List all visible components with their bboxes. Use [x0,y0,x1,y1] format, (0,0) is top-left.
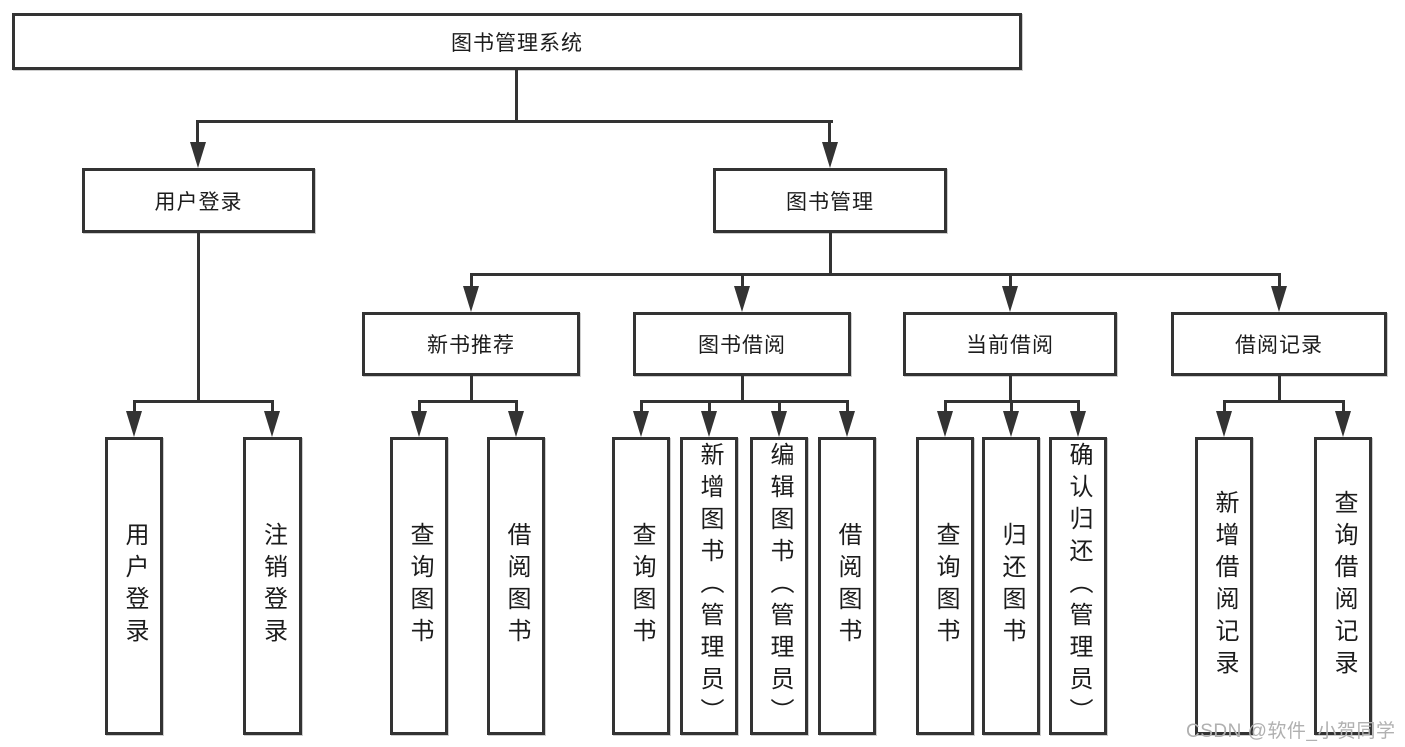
node-label: 当前借阅 [966,334,1054,357]
node-label: 图书管理系统 [451,31,583,55]
leaf-label: 确认归还（管理员） [1065,442,1092,730]
leaf-label: 用户登录 [121,522,148,650]
leaf-return-books: 归还图书 [982,437,1040,735]
connector-stem-current-borrowing [1009,273,1012,289]
node-label: 图书管理 [786,190,874,214]
connector-leaf-stem [846,400,849,413]
connector-group1-branch [133,400,274,403]
leaf-label: 编辑图书（管理员） [766,442,793,730]
arrowhead-book-borrowing [734,286,750,312]
leaf-borrow-books: 借阅图书 [818,437,876,735]
arrowhead-leaf [1070,411,1086,437]
arrowhead-leaf [1216,411,1232,437]
arrowhead-leaf [126,411,142,437]
leaf-label: 查询图书 [628,522,655,650]
leaf-label: 查询借阅记录 [1330,490,1357,682]
arrowhead-leaf [701,411,717,437]
connector-leaf-stem [515,400,518,413]
connector-root-stem [515,70,518,120]
arrowhead-leaf [411,411,427,437]
node-label: 图书借阅 [698,334,786,357]
connector-leaf-stem [708,400,711,413]
connector-group2-branch [418,400,518,403]
leaf-label: 新增借阅记录 [1211,490,1238,682]
arrowhead-leaf [1335,411,1351,437]
connector-level2-branch [197,120,833,123]
leaf-label: 注销登录 [259,522,287,650]
connector-group5-branch [1223,400,1345,403]
connector-book-management-stem [829,233,832,275]
leaf-query-borrow-record: 查询借阅记录 [1314,437,1372,735]
leaf-label: 新增图书（管理员） [696,442,723,730]
leaf-query-books-current: 查询图书 [916,437,974,735]
connector-stem-new-book-reco [470,273,473,289]
connector-group3-branch [640,400,849,403]
connector-user-login-stem [197,233,200,403]
connector-stem-book-management [828,120,831,146]
leaf-query-books-reco: 查询图书 [390,437,448,735]
leaf-query-books-borrowing: 查询图书 [612,437,670,735]
connector-leaf-stem [271,400,274,413]
connector-leaf-stem [640,400,643,413]
node-book-management: 图书管理 [713,168,947,233]
arrowhead-leaf [264,411,280,437]
arrowhead-current-borrowing [1002,286,1018,312]
leaf-edit-books-admin: 编辑图书（管理员） [750,437,808,735]
leaf-confirm-return-admin: 确认归还（管理员） [1049,437,1107,735]
connector-leaf-stem [944,400,947,413]
node-label: 用户登录 [154,190,243,214]
csdn-watermark: CSDN @软件_小贺同学 [1186,721,1396,742]
node-current-borrowing: 当前借阅 [903,312,1117,376]
arrowhead-borrowing-records [1271,286,1287,312]
connector-leaf-stem [133,400,136,413]
leaf-logout: 注销登录 [243,437,302,735]
node-library-management-system: 图书管理系统 [12,13,1022,70]
leaf-label: 查询图书 [932,522,959,650]
connector-stem-user-login [196,120,199,146]
connector-stem-book-borrowing [741,273,744,289]
leaf-user-login: 用户登录 [105,437,163,735]
arrowhead-leaf [937,411,953,437]
connector-leaf-stem [1342,400,1345,413]
connector-borrowing-stem [741,376,744,403]
connector-leaf-stem [418,400,421,413]
arrowhead-leaf [508,411,524,437]
arrowhead-book-management [822,142,838,168]
leaf-label: 借阅图书 [834,522,861,650]
connector-leaf-stem [1223,400,1226,413]
connector-stem-borrowing-records [1278,273,1281,289]
connector-current-stem [1009,376,1012,403]
node-label: 新书推荐 [427,334,515,357]
leaf-label: 借阅图书 [503,522,530,650]
node-book-borrowing: 图书借阅 [633,312,851,376]
arrowhead-leaf [633,411,649,437]
leaf-borrow-books-reco: 借阅图书 [487,437,545,735]
arrowhead-leaf [1003,411,1019,437]
leaf-add-books-admin: 新增图书（管理员） [680,437,738,735]
connector-new-book-stem [470,376,473,403]
connector-records-stem [1278,376,1281,403]
node-new-book-recommendation: 新书推荐 [362,312,580,376]
connector-level3-branch [470,273,1281,276]
arrowhead-new-book-reco [463,286,479,312]
arrowhead-user-login [190,142,206,168]
node-user-login: 用户登录 [82,168,315,233]
leaf-add-borrow-record: 新增借阅记录 [1195,437,1253,735]
node-borrowing-records: 借阅记录 [1171,312,1387,376]
arrowhead-leaf [771,411,787,437]
node-label: 借阅记录 [1235,334,1323,357]
arrowhead-leaf [839,411,855,437]
connector-leaf-stem [1077,400,1080,413]
connector-leaf-stem [1010,400,1013,413]
connector-leaf-stem [778,400,781,413]
leaf-label: 查询图书 [406,522,433,650]
leaf-label: 归还图书 [998,522,1025,650]
